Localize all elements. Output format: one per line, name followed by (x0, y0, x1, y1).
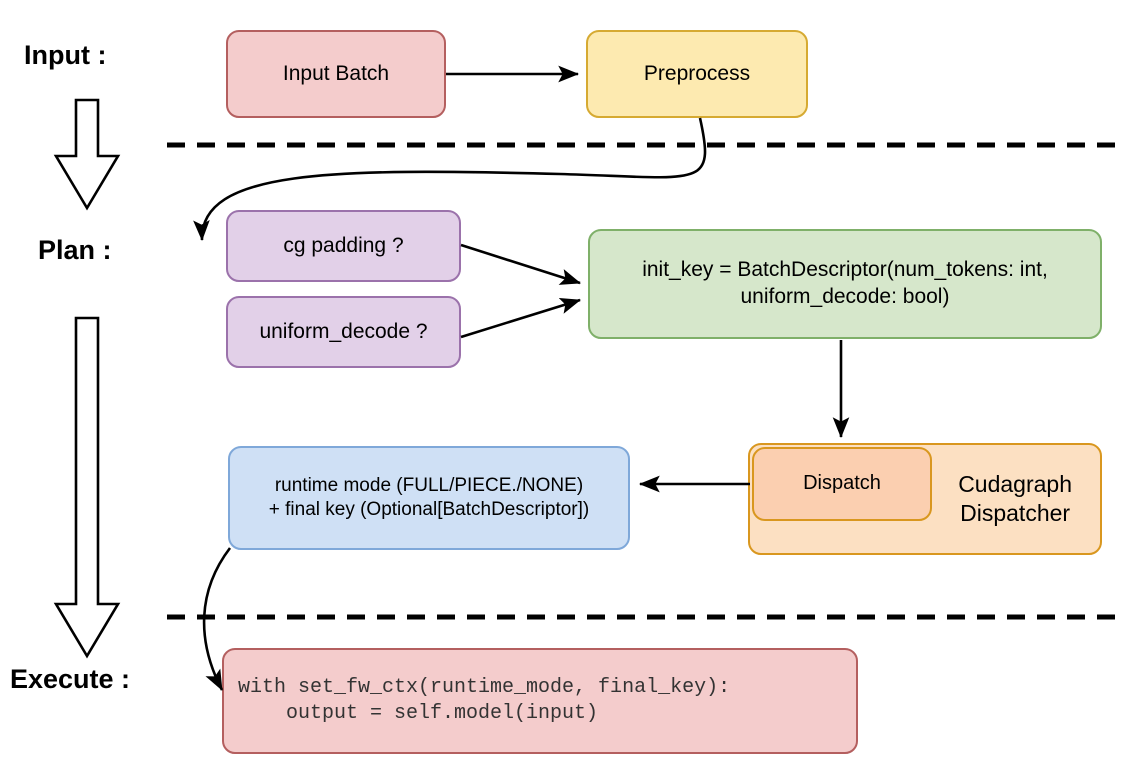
node-preprocess: Preprocess (586, 30, 808, 118)
node-label-cg-padding: cg padding ? (283, 233, 404, 257)
node-dispatch: Dispatch (752, 447, 932, 521)
stage-block-arrows (53, 98, 121, 659)
stage-label-plan: Plan : (38, 235, 112, 265)
node-label-preprocess: Preprocess (643, 61, 751, 85)
stage-label-input: Input : (24, 40, 107, 70)
node-label-execute-code: with set_fw_ctx(runtime_mode, final_key)… (238, 676, 731, 725)
node-label-dispatch: Dispatch (803, 472, 881, 495)
arrow-uniform-decode-to-init-key (460, 297, 581, 339)
arrow-cg-padding-to-init-key (460, 243, 581, 285)
node-cg-padding: cg padding ? (226, 210, 461, 282)
node-label-init-key: init_key = BatchDescriptor(num_tokens: i… (642, 258, 1048, 308)
flow-connectors (193, 65, 850, 691)
node-init-key: init_key = BatchDescriptor(num_tokens: i… (588, 229, 1102, 339)
node-input-batch: Input Batch (226, 30, 446, 118)
node-label-runtime-mode: runtime mode (FULL/PIECE./NONE)+ final k… (268, 474, 590, 520)
node-uniform-decode: uniform_decode ? (226, 296, 461, 368)
node-label-uniform-decode: uniform_decode ? (259, 319, 428, 343)
node-runtime-mode: runtime mode (FULL/PIECE./NONE)+ final k… (228, 446, 630, 550)
node-label-input-batch: Input Batch (282, 61, 390, 85)
stage-arrow-plan-to-execute (53, 316, 121, 659)
stage-label-execute: Execute : (10, 664, 131, 694)
stage-arrow-input-to-plan (53, 98, 121, 211)
node-execute-code: with set_fw_ctx(runtime_mode, final_key)… (222, 648, 858, 754)
